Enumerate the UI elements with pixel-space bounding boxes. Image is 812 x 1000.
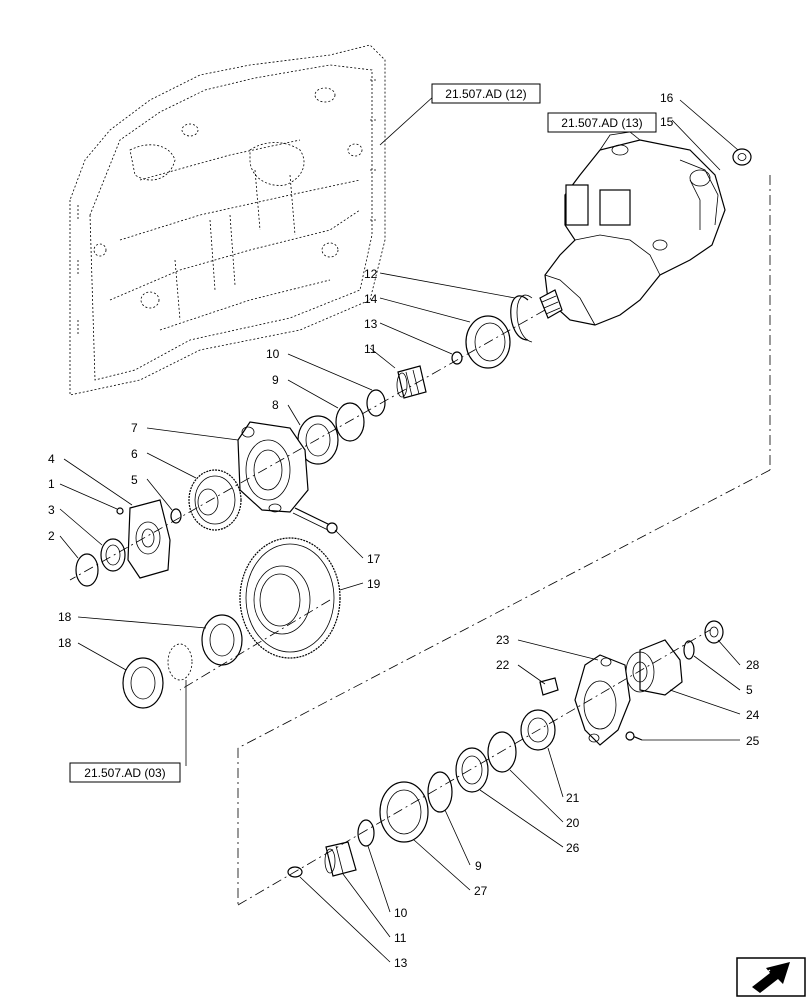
- callout-5-lower: 5: [746, 683, 753, 697]
- part-17-bolt: [292, 507, 338, 534]
- callout-13: 13: [364, 317, 378, 331]
- part-4-cover: [127, 499, 171, 579]
- callout-20: 20: [566, 816, 580, 830]
- callout-6: 6: [131, 447, 138, 461]
- callout-13-lower: 13: [394, 956, 408, 970]
- ref-box-21507ad-13[interactable]: 21.507.AD (13): [547, 112, 657, 133]
- part-16-cap: [732, 148, 752, 166]
- part-18-bearing-inner: [201, 614, 243, 666]
- part-7-support: [237, 421, 309, 513]
- part-19-large-gear: [239, 537, 341, 659]
- part-11-bearing-lower: [324, 841, 357, 877]
- callout-7: 7: [131, 421, 138, 435]
- callout-16: 16: [660, 91, 674, 105]
- callout-25: 25: [746, 734, 760, 748]
- callout-11-lower: 11: [394, 931, 407, 945]
- callout-2: 2: [48, 529, 55, 543]
- part-5-ring-lower: [683, 640, 695, 660]
- ref-box-21507ad-03[interactable]: 21.507.AD (03): [69, 762, 181, 783]
- callout-24: 24: [746, 708, 760, 722]
- part-11-bearing: [396, 365, 427, 399]
- callout-9-lower: 9: [475, 859, 482, 873]
- navigation-arrow-button[interactable]: [736, 957, 806, 997]
- callout-15: 15: [660, 115, 674, 129]
- callout-8: 8: [272, 398, 279, 412]
- part-22-pin: [539, 677, 559, 696]
- callout-4: 4: [48, 452, 55, 466]
- part-12-snap-ring: [510, 294, 533, 343]
- callout-11: 11: [364, 342, 377, 356]
- arrow-icon: [752, 962, 790, 993]
- part-8-bearing: [297, 415, 339, 465]
- callout-17: 17: [367, 552, 381, 566]
- leader-lines: [59, 94, 741, 963]
- part-shim-dotted: [167, 643, 193, 681]
- callout-27: 27: [474, 884, 488, 898]
- callout-3: 3: [48, 503, 55, 517]
- callout-21: 21: [566, 791, 580, 805]
- part-23-support: [574, 654, 631, 746]
- part-6-gear: [188, 469, 242, 531]
- assembly-axes: [69, 175, 771, 906]
- callout-5: 5: [131, 473, 138, 487]
- part-20-ring: [487, 731, 517, 773]
- callout-22: 22: [496, 658, 510, 672]
- transmission-housing-phantom: [69, 44, 386, 396]
- part-25-screw: [625, 731, 643, 741]
- callout-14: 14: [364, 292, 378, 306]
- part-9-circlip: [335, 402, 365, 442]
- callout-26: 26: [566, 841, 580, 855]
- callout-18-lower: 18: [58, 636, 72, 650]
- callout-1: 1: [48, 477, 55, 491]
- ref-label-12: 21.507.AD (12): [445, 87, 526, 101]
- part-10-circlip: [366, 389, 386, 417]
- part-28-washer: [704, 620, 724, 644]
- callout-18-upper: 18: [58, 610, 72, 624]
- callout-10-lower: 10: [394, 906, 408, 920]
- callouts: 16 15 12 14 13 11 10 9 8 7 6 4 5 1 3 2 1…: [48, 91, 760, 970]
- part-26-bearing: [455, 747, 489, 793]
- ref-label-03: 21.507.AD (03): [84, 766, 165, 780]
- ref-box-21507ad-12[interactable]: 21.507.AD (12): [431, 83, 541, 104]
- callout-12: 12: [364, 267, 378, 281]
- part-9-circlip-lower: [427, 771, 453, 813]
- callout-23: 23: [496, 633, 510, 647]
- callout-9: 9: [272, 373, 279, 387]
- callout-28: 28: [746, 658, 760, 672]
- part-3-bearing: [100, 538, 126, 572]
- part-27-seal: [379, 781, 429, 843]
- ref-label-13: 21.507.AD (13): [561, 116, 642, 130]
- part-24-gear: [625, 639, 683, 696]
- part-18-bearing-outer: [122, 657, 164, 709]
- part-1-screw: [116, 507, 124, 515]
- part-10-circlip-lower: [357, 819, 375, 847]
- callout-10: 10: [266, 347, 280, 361]
- callout-19: 19: [367, 577, 381, 591]
- part-5-ring-upper: [170, 508, 182, 524]
- hydraulic-pump: [539, 131, 726, 326]
